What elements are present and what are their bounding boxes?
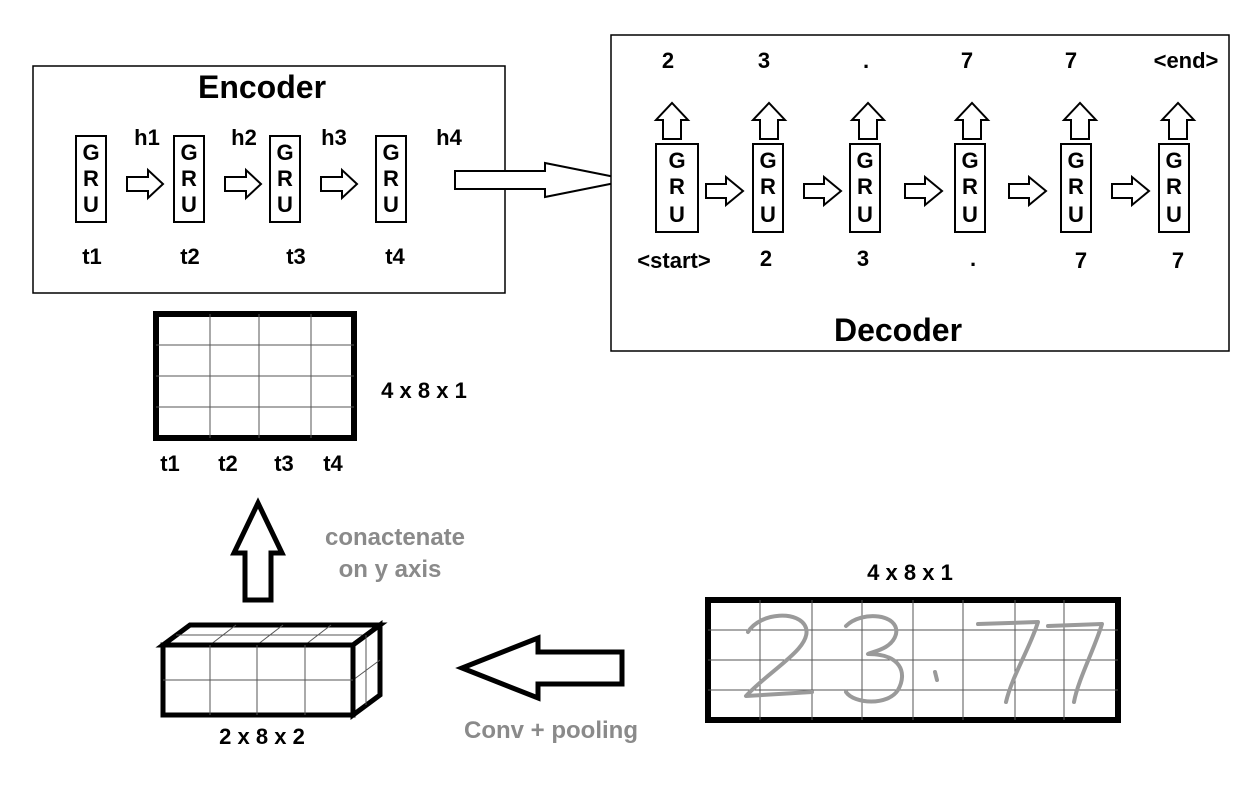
svg-text:R: R [181,166,197,191]
feature-map-time-t1: t1 [160,451,180,476]
hidden-label-h1: h1 [134,125,160,150]
decoder-gru-cell-4: G R U [954,143,986,233]
feature-map-time-t4: t4 [323,451,343,476]
input-image-dims: 4 x 8 x 1 [867,560,953,585]
decoder-arrow-1 [705,174,745,208]
decoder-up-arrow-3 [849,101,887,140]
decoder-output-5: 7 [1065,48,1077,73]
encoder-time-t4: t4 [385,244,405,269]
concat-up-arrow [230,497,286,603]
decoder-input-1: <start> [637,248,710,273]
svg-text:U: U [760,202,776,227]
conv-pooling-label: Conv + pooling [464,717,638,744]
decoder-panel: Decoder 2 3 . 7 7 <end> G R U G R U G [610,34,1230,352]
encoder-gru-cell-4: G R U [375,135,407,223]
svg-text:G: G [180,140,197,165]
svg-text:R: R [857,174,873,199]
svg-text:G: G [276,140,293,165]
decoder-input-6: 7 [1172,248,1184,273]
decoder-arrow-3 [904,174,944,208]
encoder-to-decoder-arrow [454,161,631,199]
svg-text:U: U [1166,202,1182,227]
hidden-label-h3: h3 [321,125,347,150]
svg-text:U: U [383,192,399,217]
decoder-arrow-4 [1008,174,1048,208]
decoder-up-arrow-4 [953,101,991,140]
concat-note-line2: on y axis [339,556,442,583]
decoder-up-arrow-5 [1061,101,1099,140]
decoder-gru-cell-1: G R U [655,143,699,233]
svg-text:G: G [82,140,99,165]
svg-text:R: R [383,166,399,191]
svg-text:R: R [277,166,293,191]
hidden-label-h4: h4 [436,125,462,150]
svg-text:R: R [1166,174,1182,199]
decoder-up-arrow-1 [653,101,691,140]
svg-text:G: G [856,148,873,173]
decoder-gru-cell-6: G R U [1158,143,1190,233]
decoder-output-1: 2 [662,48,674,73]
decoder-input-4: . [970,246,976,271]
svg-text:R: R [1068,174,1084,199]
encoder-arrow-2 [224,167,263,201]
svg-text:U: U [181,192,197,217]
svg-text:G: G [759,148,776,173]
svg-text:G: G [668,148,685,173]
encoder-gru-cell-1: G R U [75,135,107,223]
svg-text:G: G [1165,148,1182,173]
conv-output-block: 2 x 8 x 2 [155,620,388,749]
encoder-time-t3: t3 [286,244,306,269]
encoder-time-t2: t2 [180,244,200,269]
svg-text:U: U [669,202,685,227]
svg-text:G: G [1067,148,1084,173]
decoder-up-arrow-2 [750,101,788,140]
svg-text:U: U [277,192,293,217]
decoder-gru-cell-2: G R U [752,143,784,233]
svg-text:R: R [669,174,685,199]
svg-text:R: R [962,174,978,199]
decoder-output-3: . [863,48,869,73]
svg-text:R: R [83,166,99,191]
encoder-gru-cell-3: G R U [269,135,301,223]
decoder-output-4: 7 [961,48,973,73]
decoder-output-6: <end> [1154,48,1219,73]
hidden-label-h2: h2 [231,125,257,150]
svg-text:G: G [961,148,978,173]
feature-map-time-t2: t2 [218,451,238,476]
decoder-title: Decoder [834,312,962,348]
encoder-arrow-3 [320,167,359,201]
conv-block-dims: 2 x 8 x 2 [219,724,305,749]
decoder-input-3: 3 [857,246,869,271]
feature-map-dims: 4 x 8 x 1 [381,378,467,403]
svg-text:G: G [382,140,399,165]
decoder-up-arrow-6 [1159,101,1197,140]
encoder-title: Encoder [198,69,326,105]
feature-map-time-t3: t3 [274,451,294,476]
decoder-gru-cell-5: G R U [1060,143,1092,233]
svg-text:U: U [857,202,873,227]
encoder-panel: Encoder G R U G R U G R U G R U [32,65,506,294]
decoder-arrow-2 [803,174,843,208]
conv-left-arrow [455,634,625,702]
decoder-input-2: 2 [760,246,772,271]
svg-text:R: R [760,174,776,199]
svg-text:U: U [83,192,99,217]
encoder-time-t1: t1 [82,244,102,269]
svg-text:U: U [962,202,978,227]
feature-map-grid: 4 x 8 x 1 t1 t2 t3 t4 [153,311,467,476]
decoder-gru-cell-3: G R U [849,143,881,233]
svg-text:U: U [1068,202,1084,227]
decoder-arrow-5 [1111,174,1151,208]
handwritten-digits [744,613,1104,704]
input-image: 4 x 8 x 1 [705,560,1121,723]
decoder-input-5: 7 [1075,248,1087,273]
encoder-gru-cell-2: G R U [173,135,205,223]
decoder-output-2: 3 [758,48,770,73]
encoder-arrow-1 [126,167,165,201]
concat-note-line1: conactenate [325,524,465,551]
